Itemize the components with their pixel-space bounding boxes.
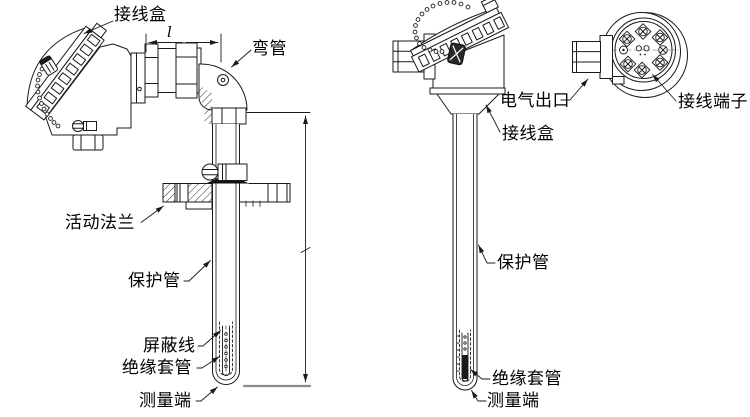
label-elbow: 弯管 — [252, 39, 287, 59]
elbow-plug — [217, 74, 229, 86]
cap-stub — [90, 22, 107, 39]
bottom-hex-plug — [72, 134, 104, 151]
neck-taper — [436, 93, 500, 115]
protection-tube-left — [212, 123, 240, 385]
label-protection-tube-left: 保护管 — [128, 271, 181, 291]
protection-tube-middle — [452, 113, 478, 391]
label-insulation-sleeve-left: 绝缘套管 — [122, 358, 192, 378]
flange-hub-step — [185, 201, 213, 210]
dust-plug — [447, 42, 466, 66]
union-coupling — [144, 42, 202, 99]
label-measuring-end-left: 测量端 — [139, 391, 192, 411]
leader-measuring-end-left — [195, 386, 218, 402]
screw-cap-knurl — [410, 0, 510, 73]
leader-insulation-sleeve-middle — [470, 369, 491, 380]
label-terminal-block: 接线端子 — [678, 92, 748, 112]
insulator-beads-left — [224, 332, 228, 369]
leader-shielded-wire — [197, 330, 221, 347]
label-shielded-wire: 屏蔽线 — [143, 336, 196, 356]
hinge-tab — [612, 76, 625, 85]
junction-box-head-middle — [392, 0, 510, 115]
electrical-outlet-hex — [572, 41, 601, 73]
chain — [412, 0, 471, 54]
leader-insulation-sleeve-left — [196, 356, 220, 369]
elbow-fitting — [198, 63, 248, 125]
leader-electrical-outlet — [560, 78, 589, 101]
label-measuring-end-middle: 测量端 — [487, 391, 540, 411]
junction-box-head-left — [25, 22, 146, 151]
leader-junction-box-middle — [485, 104, 501, 133]
leader-elbow — [231, 49, 252, 68]
leader-protection-tube-left — [183, 260, 211, 282]
leader-junction-box-left — [83, 20, 114, 34]
dust-plug — [39, 55, 58, 76]
left-view — [25, 22, 312, 388]
head-base — [429, 87, 506, 95]
elbow-section-hatch — [199, 85, 212, 124]
label-movable-flange: 活动法兰 — [65, 213, 135, 233]
leader-terminal-block — [652, 74, 677, 102]
clamp-bolt — [201, 163, 248, 181]
label-insulation-sleeve-middle: 绝缘套管 — [492, 369, 562, 389]
leader-lines — [83, 20, 677, 402]
dimension-lines — [145, 33, 312, 388]
insulator-beads-middle — [463, 335, 467, 351]
movable-flange — [162, 163, 291, 210]
leader-measuring-end-middle — [471, 390, 487, 402]
element-rod-left — [222, 325, 230, 376]
chain — [35, 61, 61, 129]
neck-plate — [130, 52, 146, 104]
outlet-plate — [599, 35, 613, 79]
middle-view — [392, 0, 510, 391]
label-junction-box-left: 接线盒 — [114, 5, 167, 25]
label-junction-box-middle: 接线盒 — [502, 124, 555, 144]
right-view — [572, 12, 688, 98]
terminal-screws — [618, 23, 669, 79]
outlet-hex-collar — [211, 107, 247, 125]
leader-movable-flange — [140, 205, 164, 223]
cover-clamp-screw — [72, 120, 97, 132]
label-protection-tube-middle: 保护管 — [497, 253, 550, 273]
label-electrical-outlet: 电气出口 — [500, 91, 570, 111]
dimension-length-label: l — [167, 23, 172, 41]
leader-protection-tube-middle — [478, 244, 496, 264]
